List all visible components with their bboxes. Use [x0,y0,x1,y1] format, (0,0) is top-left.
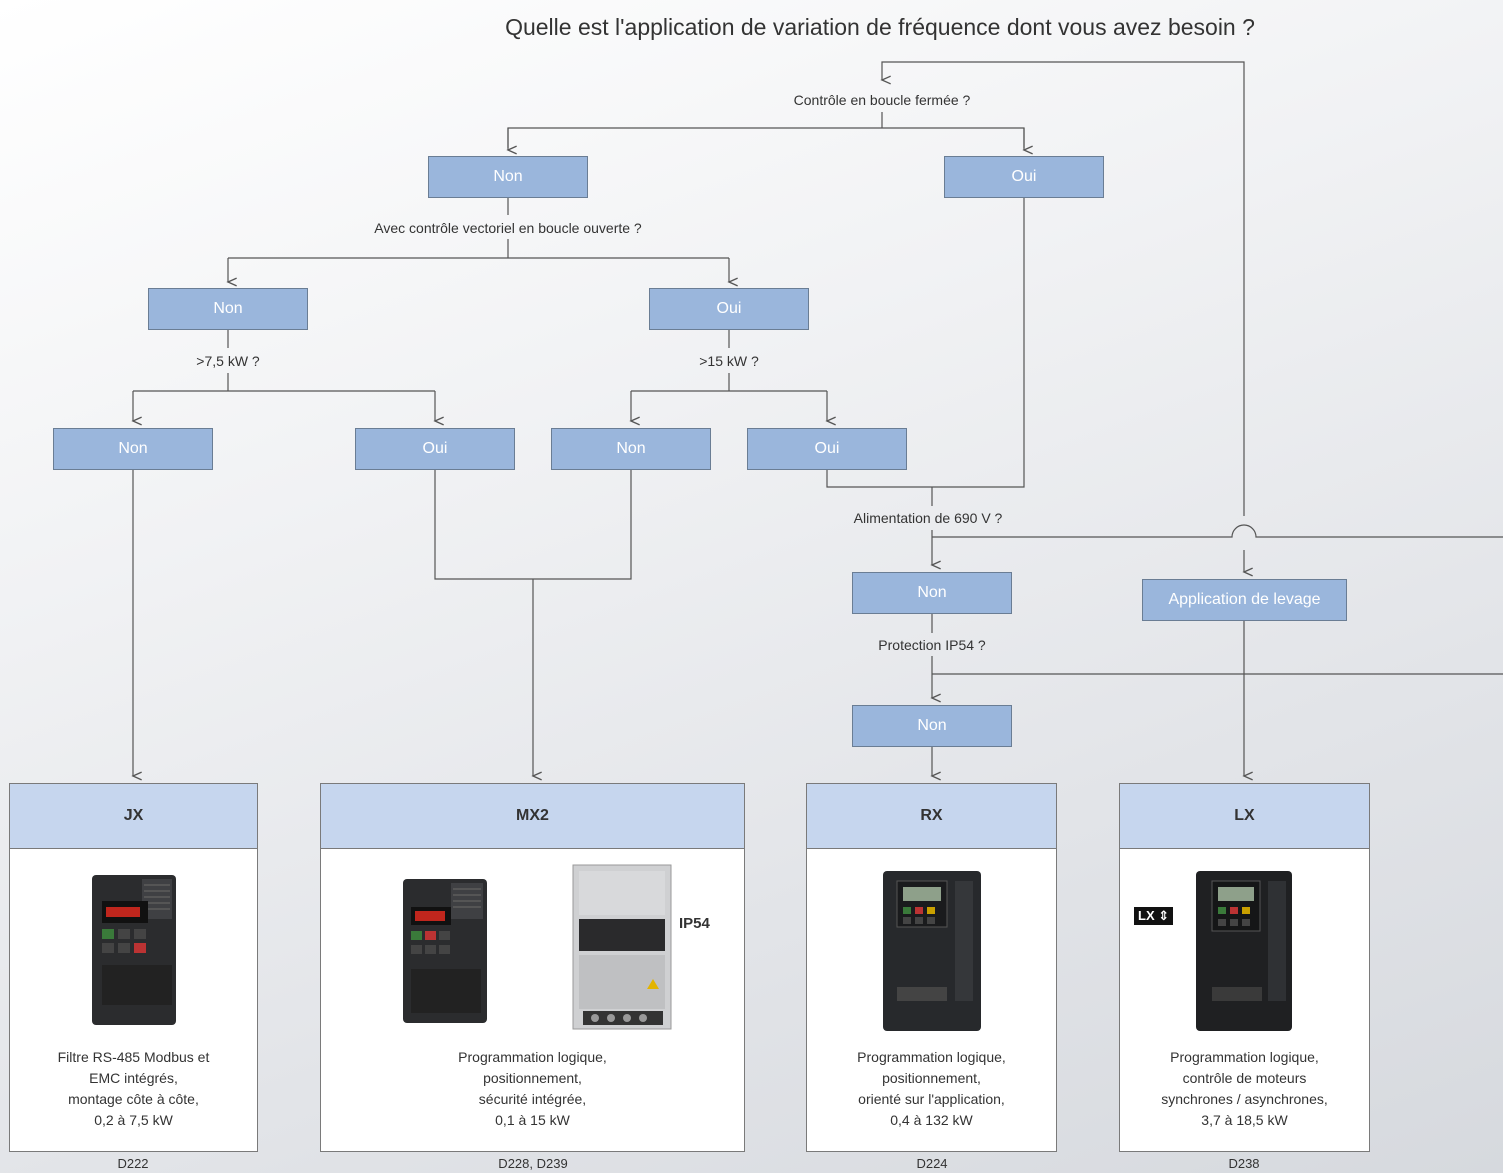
product-name: LX [1120,784,1369,849]
node-lifting-application[interactable]: Application de levage [1142,579,1347,621]
node-vector-oui[interactable]: Oui [649,288,809,330]
drive-jx-icon [92,875,176,1025]
product-description: Filtre RS-485 Modbus et EMC intégrés, mo… [57,1049,210,1128]
product-card-jx[interactable]: JX Filtre RS-485 Modbus et EMC intégrés,… [9,783,258,1152]
node-vector-non[interactable]: Non [148,288,308,330]
product-description: Programmation logique, positionnement, o… [857,1049,1006,1128]
product-ref-mx2: D228, D239 [498,1156,568,1171]
node-power-7-5-oui[interactable]: Oui [355,428,515,470]
product-description: Programmation logique, contrôle de moteu… [1161,1049,1328,1128]
drive-rx-icon [883,871,981,1031]
product-card-lx[interactable]: LX LX ⇕ Programmation logique, contrôle … [1119,783,1370,1152]
node-690v-non[interactable]: Non [852,572,1012,614]
node-ip54-non[interactable]: Non [852,705,1012,747]
question-power-7-5kw: >7,5 kW ? [196,353,260,369]
node-closed-loop-non[interactable]: Non [428,156,588,198]
product-name: MX2 [321,784,744,849]
node-power-15-oui[interactable]: Oui [747,428,907,470]
page-title: Quelle est l'application de variation de… [505,14,1255,40]
question-ip54: Protection IP54 ? [878,637,986,653]
question-closed-loop: Contrôle en boucle fermée ? [793,92,971,108]
ip54-badge: IP54 [679,915,710,932]
lx-logo-icon: LX ⇕ [1134,907,1174,925]
product-description: Programmation logique, positionnement, s… [458,1049,607,1128]
node-power-7-5-non[interactable]: Non [53,428,213,470]
product-card-mx2[interactable]: MX2 IP54 Programmation logiqu [320,783,745,1152]
product-name: JX [10,784,257,849]
product-ref-lx: D238 [1228,1156,1260,1171]
question-supply-690v: Alimentation de 690 V ? [853,510,1003,526]
product-ref-jx: D222 [117,1156,149,1171]
drive-mx2-ip54-icon [572,864,672,1030]
question-open-loop-vector: Avec contrôle vectoriel en boucle ouvert… [374,220,642,236]
product-card-rx[interactable]: RX Programmation logique, positionnement… [806,783,1057,1152]
drive-lx-icon [1196,871,1292,1031]
node-power-15-non[interactable]: Non [551,428,711,470]
product-ref-rx: D224 [916,1156,948,1171]
node-closed-loop-oui[interactable]: Oui [944,156,1104,198]
product-name: RX [807,784,1056,849]
drive-mx2-icon [403,879,487,1023]
question-power-15kw: >15 kW ? [699,353,759,369]
